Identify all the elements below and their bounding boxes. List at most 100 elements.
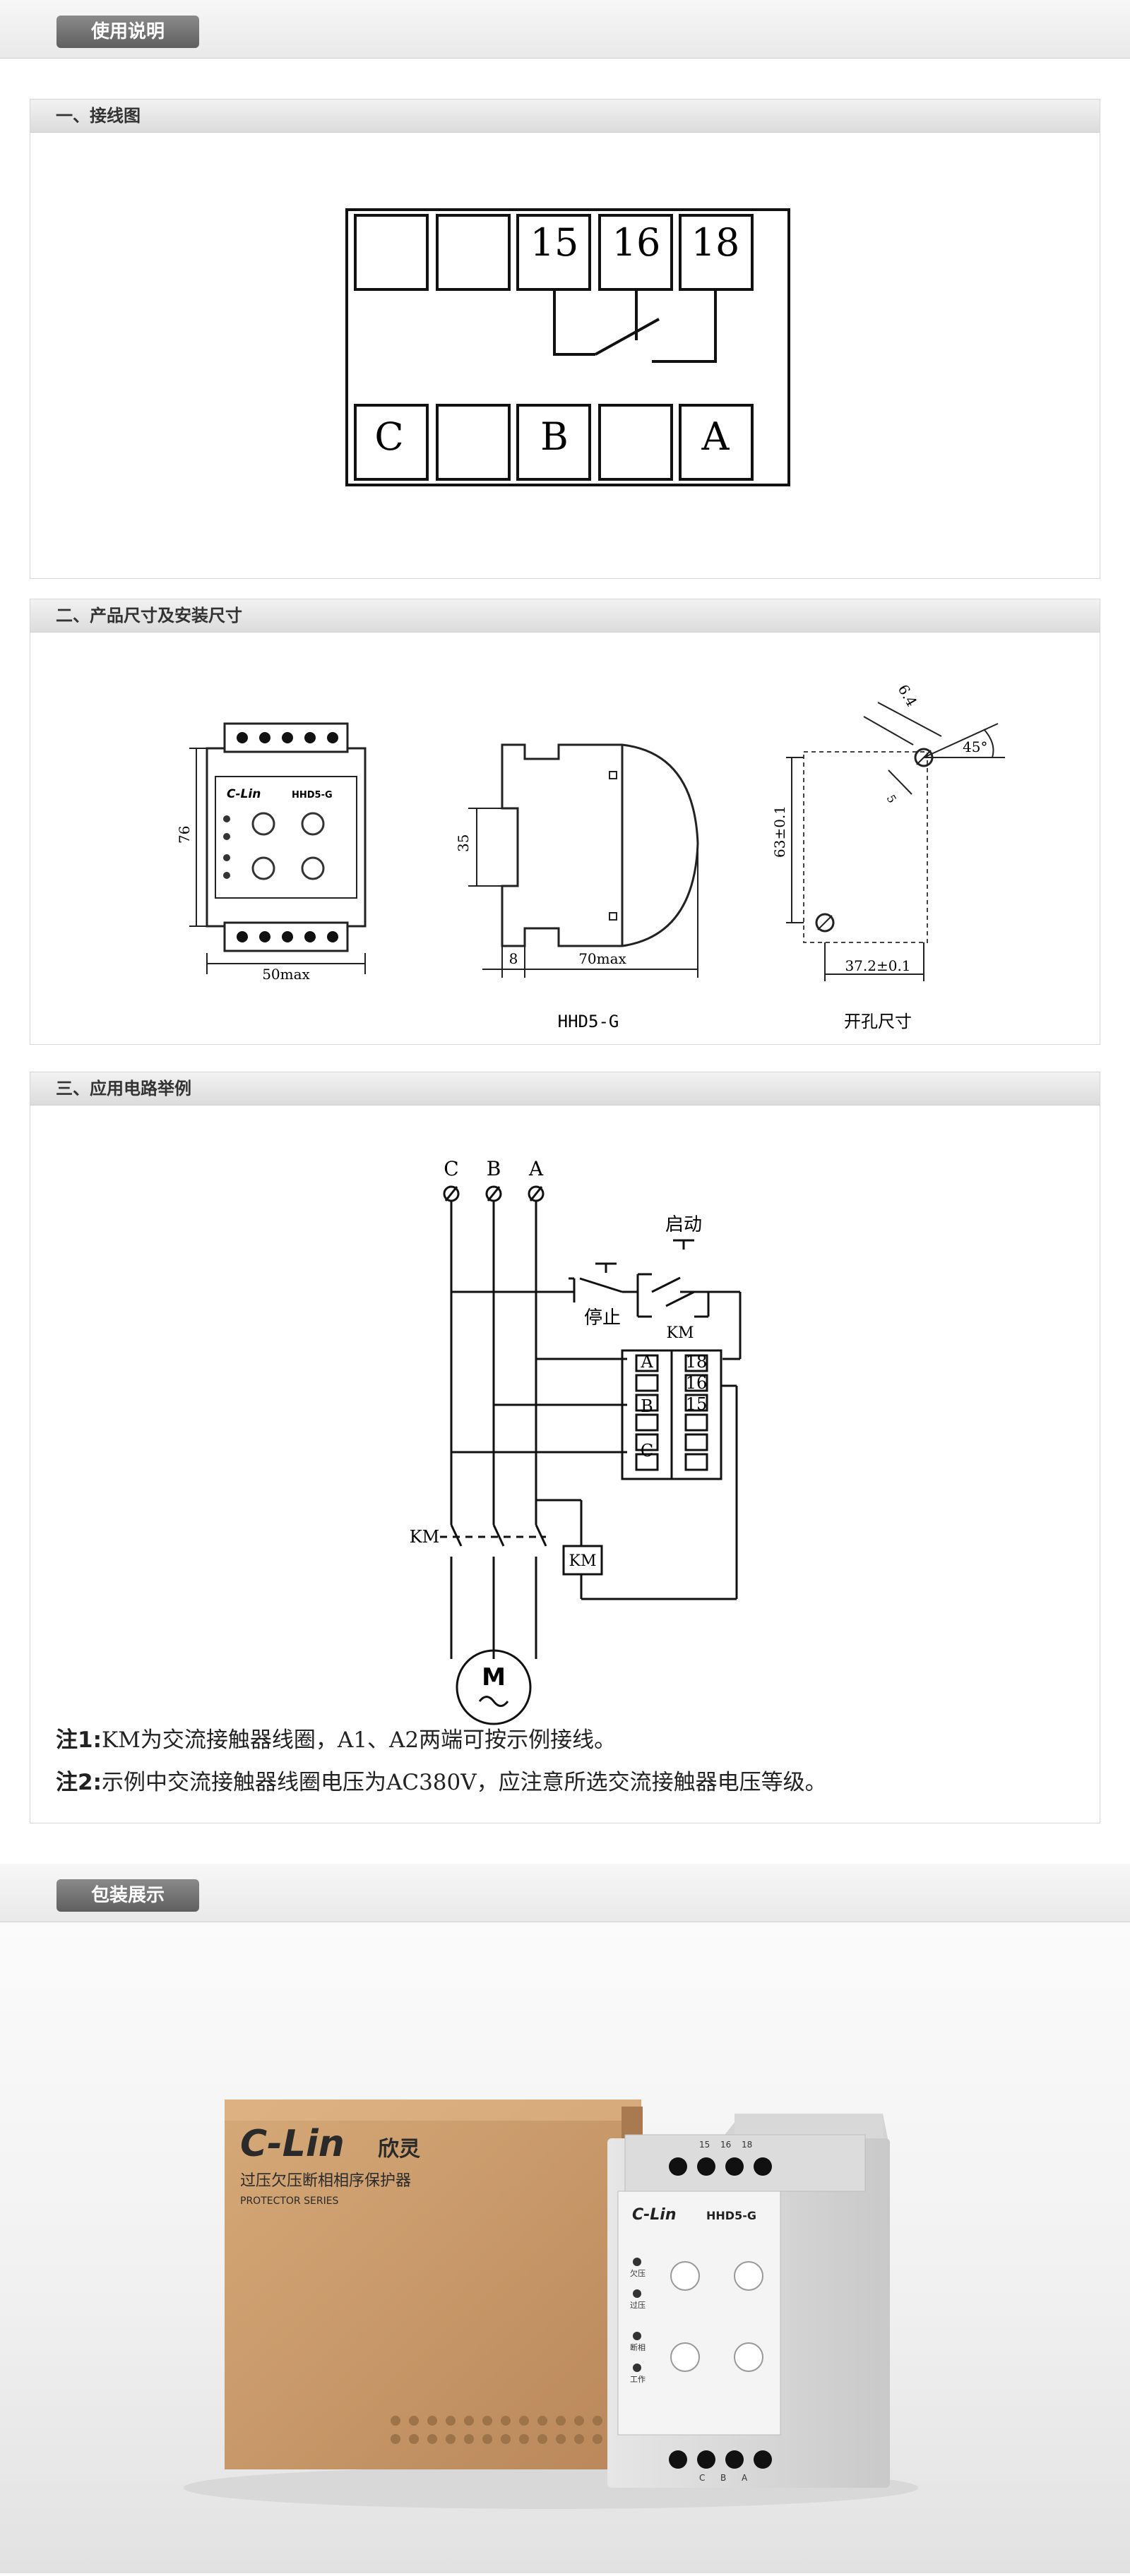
relay-cell <box>684 1374 708 1392</box>
relay-c: C <box>641 1441 653 1461</box>
logo-dot <box>482 2434 492 2444</box>
logo-dot <box>556 2416 566 2426</box>
box-product: 过压欠压断相相序保护器 <box>240 2172 411 2190</box>
bottom-terminal-box <box>354 404 429 481</box>
packaging-header: 包装展示 <box>0 1864 1130 1922</box>
device-model: HHD5-G <box>706 2209 756 2222</box>
bottom-terminal-box <box>598 404 673 481</box>
box-brand: C-Lin <box>240 2123 345 2165</box>
terminal-18: 18 <box>691 220 740 265</box>
cutout-view: 63±0.1 37.2±0.1 6.4 45° 5 开孔尺寸 <box>771 682 1005 1031</box>
dimension-drawings: C-Lin HHD5-G 76 50max <box>176 682 1005 1031</box>
device-label-3: 断相 <box>630 2342 646 2352</box>
terminal-dot <box>304 931 316 942</box>
relay-18: 18 <box>686 1352 708 1372</box>
logo-dot <box>409 2434 419 2444</box>
logo-dot <box>593 2416 602 2426</box>
device-label-4: 工作 <box>630 2375 646 2384</box>
relay-cell <box>635 1374 659 1392</box>
front-logo: C-Lin <box>227 787 261 801</box>
relay-b: B <box>641 1396 653 1416</box>
device-brand: C-Lin <box>632 2206 677 2224</box>
front-width-label: 50max <box>262 966 310 983</box>
front-model: HHD5-G <box>292 790 333 801</box>
device-top-16: 16 <box>720 2140 731 2150</box>
relay-cell <box>635 1453 659 1471</box>
terminal-dot <box>327 931 338 942</box>
side-depth-label: 8 <box>509 950 518 967</box>
start-label: 启动 <box>665 1214 702 1235</box>
device-top-15: 15 <box>699 2140 710 2150</box>
dimensions-panel: 二、产品尺寸及安装尺寸 C-Lin HHD5-G <box>30 599 1100 1045</box>
terminal-c: C <box>374 414 403 459</box>
bottom-terminal-box <box>436 404 511 481</box>
device-bottom-a: A <box>742 2473 748 2483</box>
terminal-16: 16 <box>612 220 661 265</box>
km-main-label: KM <box>410 1527 440 1547</box>
bottom-terminal-box <box>516 404 591 481</box>
logo-dot <box>427 2434 437 2444</box>
logo-dot <box>446 2416 456 2426</box>
front-height-label: 76 <box>176 826 193 844</box>
terminal-dot <box>259 732 270 743</box>
phase-c: C <box>444 1157 458 1180</box>
cutout-caption: 开孔尺寸 <box>844 1012 912 1031</box>
relay-cell <box>635 1394 659 1412</box>
bottom-terminal-box <box>679 404 754 481</box>
terminal-b: B <box>540 414 569 459</box>
terminal-dot <box>237 732 248 743</box>
terminal-dot <box>327 732 338 743</box>
note-2-text: 示例中交流接触器线圈电压为AC380V，应注意所选交流接触器电压等级。 <box>101 1770 827 1795</box>
motor-label: M <box>482 1663 506 1691</box>
cutout-small-label: 5 <box>884 793 900 805</box>
wiring-bar: 一、接线图 <box>30 100 1100 133</box>
terminal-dot <box>237 931 248 942</box>
logo-dot <box>537 2434 547 2444</box>
logo-dot <box>574 2434 584 2444</box>
device-top-18: 18 <box>742 2140 752 2150</box>
side-view: 35 8 70max HHD5-G <box>455 743 699 1031</box>
box-series: PROTECTOR SERIES <box>240 2195 339 2207</box>
cutout-hole-label: 6.4 <box>895 682 921 710</box>
phase-a: A <box>528 1157 544 1180</box>
relay-cell <box>684 1413 708 1432</box>
logo-dot <box>593 2434 602 2444</box>
note-1: 注1:KM为交流接触器线圈，A1、A2两端可按示例接线。 <box>56 1722 616 1754</box>
device-label-2: 过压 <box>630 2301 646 2310</box>
logo-dot <box>556 2434 566 2444</box>
relay-16: 16 <box>686 1373 708 1393</box>
top-terminal-box <box>354 214 429 291</box>
relay-cell <box>684 1394 708 1412</box>
top-terminal-box <box>436 214 511 291</box>
terminal-dot <box>282 732 293 743</box>
relay-cell <box>684 1453 708 1471</box>
side-rail-label: 35 <box>455 834 472 852</box>
logo-dot <box>482 2416 492 2426</box>
logo-dot <box>409 2416 419 2426</box>
device-label-1: 欠压 <box>630 2268 646 2278</box>
logo-dot <box>464 2434 474 2444</box>
wiring-diagram: 15 16 18 C B A <box>345 208 790 486</box>
note-1-text: KM为交流接触器线圈，A1、A2两端可按示例接线。 <box>101 1727 617 1753</box>
terminal-dot <box>304 732 316 743</box>
note-2-label: 注2: <box>56 1770 102 1795</box>
relay-cell <box>635 1413 659 1432</box>
dimensions-bar: 二、产品尺寸及安装尺寸 <box>30 599 1100 633</box>
circuit-panel: 三、应用电路举例 C B A <box>30 1072 1100 1823</box>
phase-b: B <box>487 1157 501 1180</box>
dimensions-title: 二、产品尺寸及安装尺寸 <box>56 606 242 625</box>
cutout-width-label: 37.2±0.1 <box>845 957 910 974</box>
circuit-bar: 三、应用电路举例 <box>30 1072 1100 1106</box>
relay-15: 15 <box>686 1394 708 1414</box>
logo-dot <box>501 2434 511 2444</box>
logo-dot <box>574 2416 584 2426</box>
note-2: 注2:示例中交流接触器线圈电压为AC380V，应注意所选交流接触器电压等级。 <box>56 1764 827 1796</box>
packaging-illustration: C-Lin 欣灵 过压欠压断相相序保护器 PROTECTOR SERIES C-… <box>184 2099 918 2509</box>
terminal-a: A <box>701 414 730 459</box>
packaging-title: 包装展示 <box>56 1879 199 1912</box>
km-contact-label: KM <box>667 1324 694 1342</box>
device-bottom-c: C <box>699 2473 705 2483</box>
terminal-dot <box>259 931 270 942</box>
logo-dot <box>537 2416 547 2426</box>
